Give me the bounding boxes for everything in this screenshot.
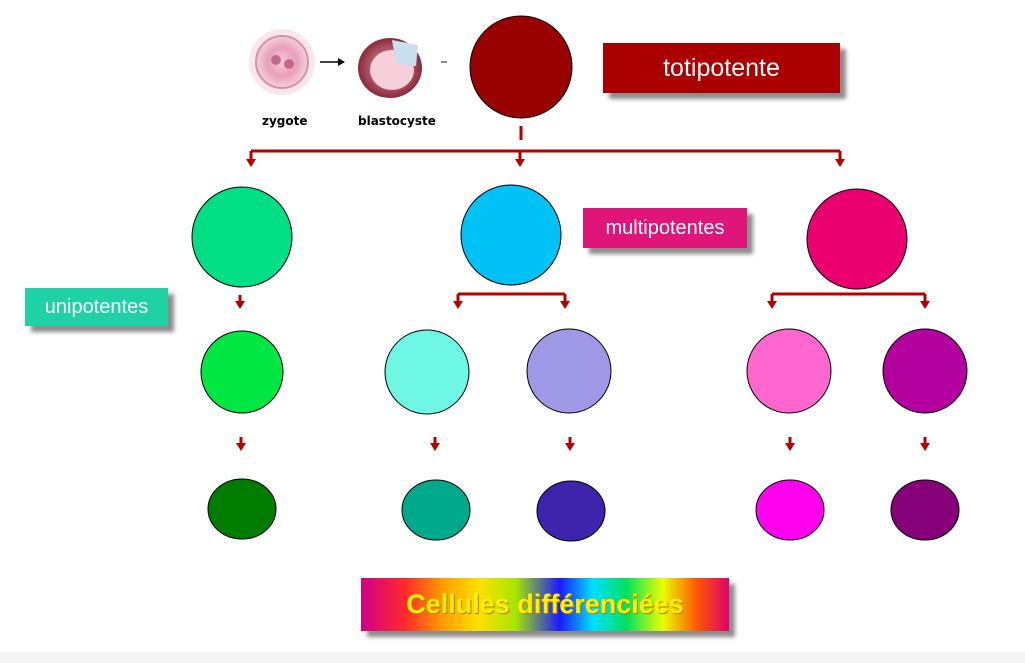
cell-indigo [537, 481, 605, 541]
arrow-head [246, 159, 256, 167]
cell-blue [461, 185, 561, 285]
cell-light-pink [747, 329, 831, 413]
cell-fuchsia [756, 480, 824, 540]
cell-pink [807, 189, 907, 289]
cell-lavender [527, 329, 611, 413]
cell-dark-green [208, 479, 276, 539]
arrow-zygote-to-blastocyste [320, 58, 345, 66]
arrow-head [236, 443, 246, 451]
connector-bottom [241, 437, 925, 445]
arrow-head [560, 301, 570, 309]
cell-teal [402, 480, 470, 540]
cell-aqua [385, 330, 469, 414]
cellules-differenciees-label: Cellules différenciées [361, 578, 729, 631]
arrow-head [235, 301, 245, 309]
arrow-head [453, 301, 463, 309]
bottom-strip [0, 652, 1025, 663]
arrow-head [920, 301, 930, 309]
arrow-head [430, 443, 440, 451]
arrow-head [515, 159, 525, 167]
arrow-head [785, 443, 795, 451]
arrow-head [920, 443, 930, 451]
zygote-illustration [249, 29, 315, 95]
connector-top [251, 126, 840, 160]
totipotente-label: totipotente [603, 43, 840, 93]
arrow-head [565, 443, 575, 451]
blastocyste-illustration [358, 38, 422, 98]
cell-magenta [883, 329, 967, 413]
multipotentes-label: multipotentes [583, 208, 747, 248]
connector-middle [240, 294, 925, 303]
arrow-head [835, 159, 845, 167]
cell-lime [201, 331, 283, 413]
arrow-head [767, 301, 777, 309]
blastocyste-caption: blastocyste [358, 114, 436, 128]
unipotentes-label: unipotentes [25, 288, 168, 326]
zygote-caption: zygote [262, 114, 308, 128]
cell-plum [891, 480, 959, 540]
cell-green [192, 187, 292, 287]
totipotent-cell [470, 16, 572, 118]
